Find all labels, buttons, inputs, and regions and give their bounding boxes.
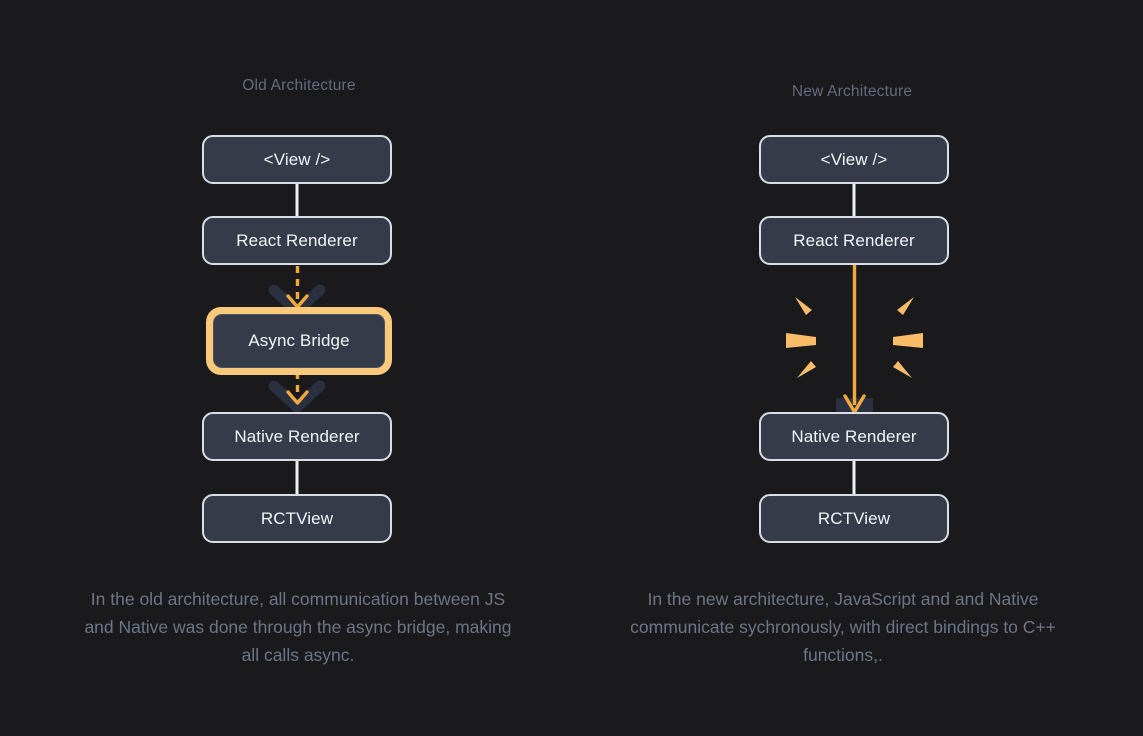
node-old-view[interactable]: <View /> bbox=[202, 135, 392, 184]
solid-arrow-react-to-native-renderer bbox=[843, 265, 866, 414]
chevron-shadow-bridge-to-native bbox=[268, 380, 326, 413]
node-old-native-renderer[interactable]: Native Renderer bbox=[202, 412, 392, 461]
node-old-async-bridge[interactable]: Async Bridge bbox=[206, 307, 392, 375]
node-old-rctview[interactable]: RCTView bbox=[202, 494, 392, 543]
caption-old-architecture: In the old architecture, all communicati… bbox=[84, 589, 512, 665]
node-old-react-renderer[interactable]: React Renderer bbox=[202, 216, 392, 265]
node-label: Async Bridge bbox=[248, 331, 350, 350]
dashed-arrow-async-bridge-to-native-renderer bbox=[286, 372, 309, 405]
node-label: RCTView bbox=[260, 508, 334, 528]
node-label: React Renderer bbox=[793, 230, 915, 250]
node-label: Native Renderer bbox=[791, 426, 917, 446]
column-heading-old-architecture: Old Architecture bbox=[242, 77, 356, 94]
caption-new-architecture: In the new architecture, JavaScript and … bbox=[630, 589, 1056, 665]
node-new-react-renderer[interactable]: React Renderer bbox=[759, 216, 949, 265]
node-async-bridge-inner: Async Bridge bbox=[213, 314, 385, 368]
connector-new-view-to-react-renderer bbox=[852, 184, 856, 217]
node-label: <View /> bbox=[263, 149, 331, 169]
node-label: Native Renderer bbox=[234, 426, 360, 446]
connector-new-native-renderer-to-rctview bbox=[852, 461, 856, 494]
node-label: React Renderer bbox=[236, 230, 358, 250]
node-new-native-renderer[interactable]: Native Renderer bbox=[759, 412, 949, 461]
bridge-removed-burst bbox=[786, 297, 923, 378]
connector-old-native-renderer-to-rctview bbox=[295, 461, 299, 494]
column-heading-new-architecture: New Architecture bbox=[791, 83, 913, 100]
chevron-shadow-new-native-renderer bbox=[836, 398, 873, 412]
connector-old-view-to-react-renderer bbox=[295, 184, 299, 217]
node-new-rctview[interactable]: RCTView bbox=[759, 494, 949, 543]
node-label: <View /> bbox=[820, 149, 888, 169]
node-label: RCTView bbox=[817, 508, 891, 528]
node-new-view[interactable]: <View /> bbox=[759, 135, 949, 184]
dashed-arrow-react-to-async-bridge bbox=[286, 266, 309, 309]
